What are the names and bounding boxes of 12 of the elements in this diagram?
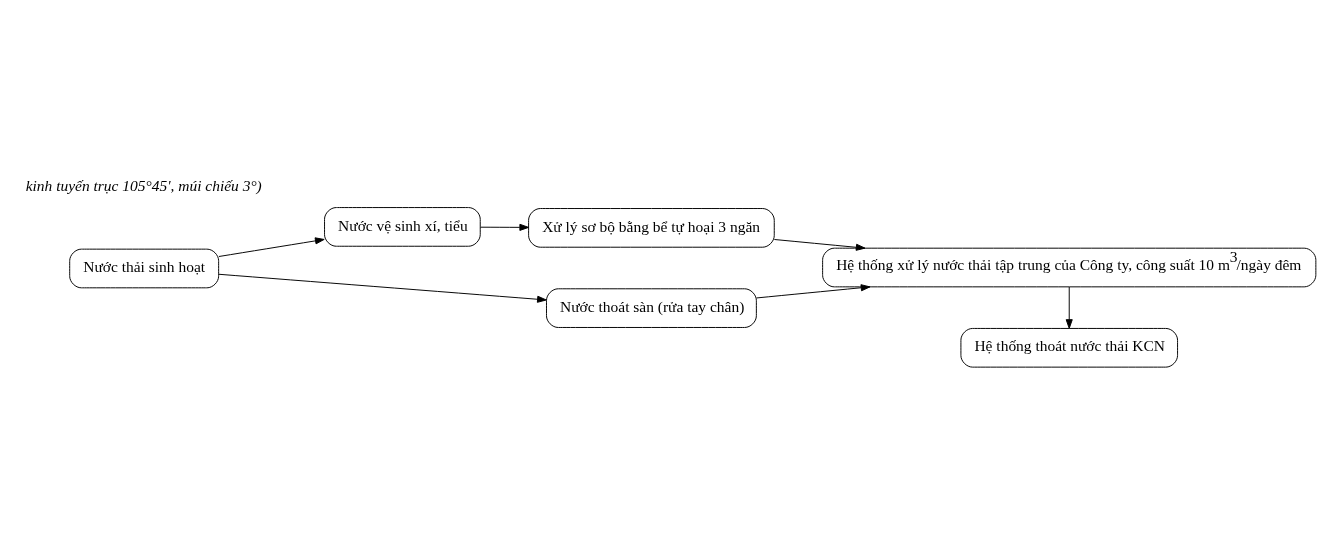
node-box: Hệ thống thoát nước thải KCN (960, 327, 1179, 368)
node-box: Nước vệ sinh xí, tiểu (324, 206, 481, 247)
arrow (756, 283, 871, 298)
node-box: Xử lý sơ bộ bằng bể tự hoại 3 ngăn (528, 207, 775, 248)
label: kinh tuyến trục 105°45', múi chiếu 3°) (25, 176, 262, 194)
arrow (218, 236, 325, 257)
node-box: Nước thoát sàn (rửa tay chân) (546, 287, 757, 328)
arrow (1065, 286, 1073, 329)
arrow (773, 238, 866, 251)
arrow (480, 223, 530, 231)
arrow (218, 273, 547, 303)
node-box: Nước thải sinh hoạt (69, 248, 220, 288)
